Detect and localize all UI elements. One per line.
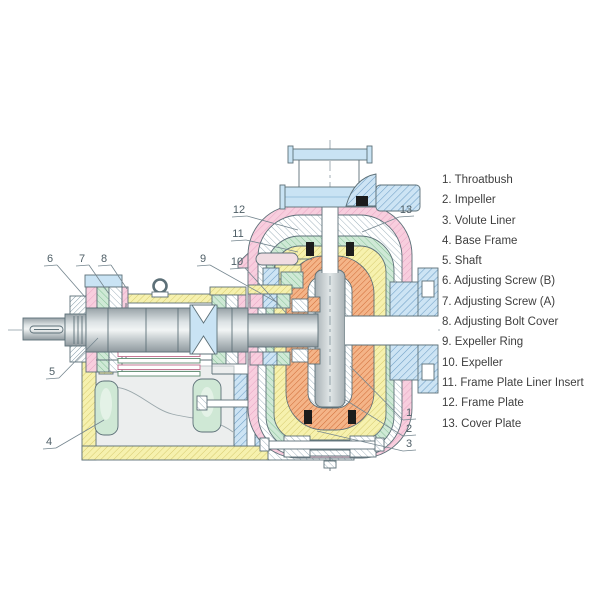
callout-11: 11 bbox=[232, 228, 243, 240]
oil-cooler-tubes bbox=[117, 351, 201, 377]
seal-rings bbox=[304, 242, 356, 424]
callout-7: 7 bbox=[79, 253, 85, 265]
shaft bbox=[22, 278, 319, 355]
legend-item-throatbush: 1. Throatbush bbox=[442, 174, 513, 186]
legend-item-adjusting-screw-b: 6. Adjusting Screw (B) bbox=[442, 275, 556, 288]
cover-plate-clamp-wedge bbox=[345, 173, 377, 207]
eye-bolt bbox=[151, 278, 169, 298]
callout-1: 1 bbox=[406, 407, 412, 419]
shaft-sleeve-lower bbox=[307, 348, 321, 365]
callout-5: 5 bbox=[49, 366, 55, 378]
stuffing-box-blocks bbox=[249, 293, 291, 366]
right-bearing-blocks bbox=[209, 286, 247, 365]
callout-6: 6 bbox=[47, 253, 53, 265]
bearing-housing-rail bbox=[125, 293, 213, 304]
discharge-flange bbox=[279, 145, 421, 212]
callout-leaders bbox=[42, 215, 417, 452]
legend-item-expeller: 10. Expeller bbox=[442, 356, 503, 369]
legend-item-impeller: 2. Impeller bbox=[442, 194, 496, 207]
legend-item-frame-plate-liner-insert: 11. Frame Plate Liner Insert bbox=[442, 376, 584, 389]
callout-4: 4 bbox=[46, 436, 52, 448]
parts-legend: 1. Throatbush 2. Impeller 3. Volute Line… bbox=[442, 170, 584, 434]
suction-channel bbox=[345, 316, 438, 345]
legend-item-adjusting-screw-a: 7. Adjusting Screw (A) bbox=[442, 295, 556, 308]
left-bearing-blocks bbox=[85, 286, 129, 373]
legend-item-shaft: 5. Shaft bbox=[442, 255, 482, 268]
suction-flange bbox=[389, 267, 439, 394]
shaft-keyway bbox=[29, 325, 64, 334]
legend-item-frame-plate: 12. Frame Plate bbox=[442, 397, 524, 410]
cover-plate-clamp bbox=[375, 184, 421, 212]
callout-12: 12 bbox=[233, 204, 245, 216]
callout-9: 9 bbox=[200, 253, 206, 265]
callout-10: 10 bbox=[231, 256, 243, 268]
legend-item-cover-plate: 13. Cover Plate bbox=[442, 417, 522, 430]
expeller-ring-lower bbox=[291, 348, 309, 363]
shaft-sleeve-upper bbox=[307, 296, 321, 313]
expeller-ring-upper bbox=[291, 298, 309, 313]
adjusting-bolt-cover-cap bbox=[84, 274, 123, 288]
callout-numbers: 1 2 3 4 5 6 7 8 9 10 11 12 13 bbox=[46, 204, 412, 450]
legend-item-adjusting-bolt-cover: 8. Adjusting Bolt Cover bbox=[442, 316, 559, 329]
expeller-assembly bbox=[247, 252, 321, 366]
shaft-spacer bbox=[189, 304, 218, 355]
callout-2: 2 bbox=[406, 423, 412, 435]
legend-item-base-frame: 4. Base Frame bbox=[442, 234, 518, 247]
callout-3: 3 bbox=[406, 438, 412, 450]
legend-item-expeller-ring: 9. Expeller Ring bbox=[442, 336, 524, 349]
callout-13: 13 bbox=[400, 204, 412, 216]
legend-item-volute-liner: 3. Volute Liner bbox=[442, 214, 516, 227]
callout-8: 8 bbox=[101, 253, 107, 265]
